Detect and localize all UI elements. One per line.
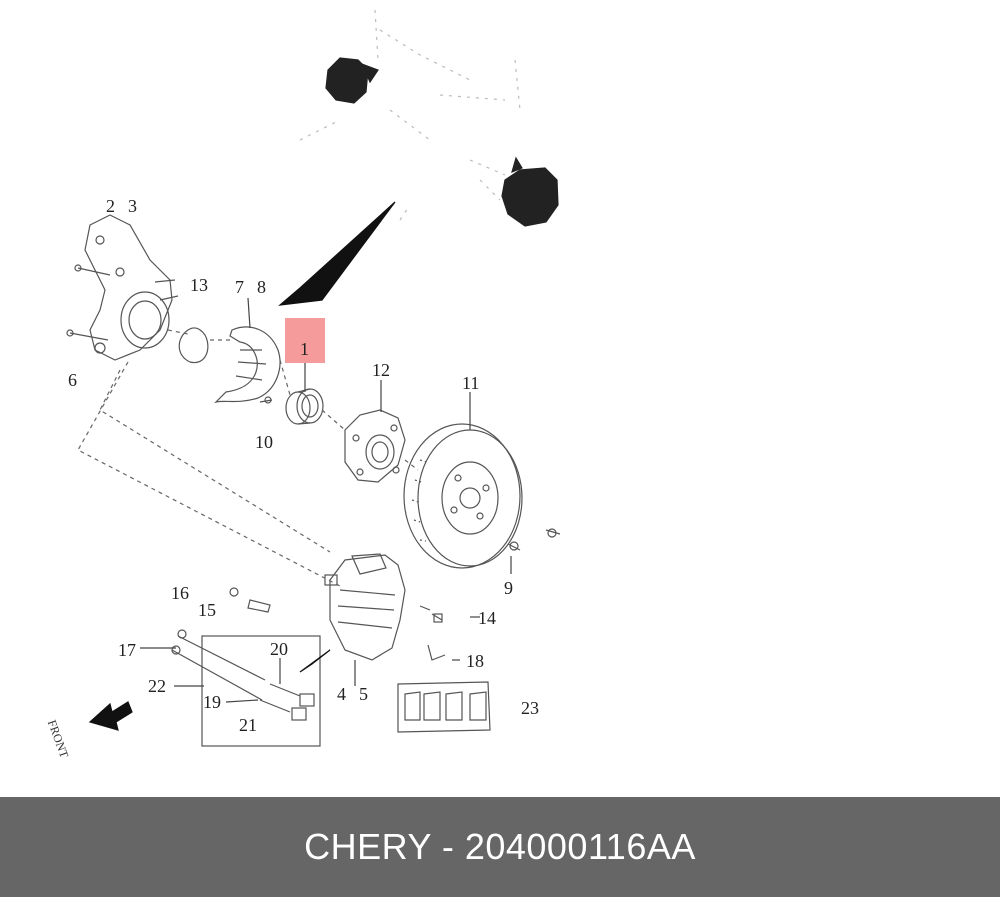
- overview-caliper-top: [501, 156, 559, 227]
- knuckle-bolt-upper: [74, 264, 111, 276]
- callout-11[interactable]: 11: [462, 373, 480, 393]
- highlighted-part-marker: [285, 318, 325, 363]
- callout-2[interactable]: 2: [106, 196, 115, 216]
- footer-bar: CHERY - 204000116AA: [0, 797, 1000, 897]
- wheel-bearing: [285, 388, 324, 425]
- callout-22[interactable]: 22: [148, 676, 166, 696]
- callout-leaders: [140, 297, 512, 703]
- part-number-caption: CHERY - 204000116AA: [304, 826, 696, 867]
- callout-16[interactable]: 16: [171, 583, 189, 603]
- bleeder-parts-15-16: [229, 587, 271, 613]
- callout-19[interactable]: 19: [203, 692, 221, 712]
- brake-disc: [403, 423, 523, 569]
- callout-21[interactable]: 21: [239, 715, 257, 735]
- callout-18[interactable]: 18: [466, 651, 484, 671]
- callout-5[interactable]: 5: [359, 684, 368, 704]
- guide-pin-kit: [171, 629, 321, 747]
- callout-17[interactable]: 17: [118, 640, 136, 660]
- overview-hub-top: [325, 57, 379, 104]
- brake-caliper: [324, 553, 406, 661]
- callout-8[interactable]: 8: [257, 277, 266, 297]
- callout-10[interactable]: 10: [255, 432, 273, 452]
- disc-screw-2: [545, 528, 561, 538]
- callout-13[interactable]: 13: [190, 275, 208, 295]
- callout-3[interactable]: 3: [128, 196, 137, 216]
- pad-clip-14: [419, 605, 443, 623]
- wheel-hub: [344, 409, 406, 483]
- callout-1[interactable]: 1: [300, 339, 309, 359]
- front-arrow-icon: [88, 701, 133, 731]
- knuckle-bolt-lower: [66, 329, 109, 341]
- leader-lines: [77, 329, 419, 587]
- callout-6[interactable]: 6: [68, 370, 77, 390]
- shield-bolt: [259, 396, 273, 404]
- parts-diagram: [66, 9, 561, 747]
- assembly-overview-lines: [299, 9, 521, 221]
- callout-7[interactable]: 7: [235, 277, 244, 297]
- callout-15[interactable]: 15: [198, 600, 216, 620]
- callout-9[interactable]: 9: [504, 578, 513, 598]
- spring-18: [427, 644, 446, 661]
- snap-ring: [178, 327, 209, 364]
- steering-knuckle: [84, 214, 179, 361]
- callout-20[interactable]: 20: [270, 639, 288, 659]
- callout-23[interactable]: 23: [521, 698, 539, 718]
- pointer-arrow: [278, 201, 396, 306]
- caliper-pointer: [299, 649, 331, 673]
- dust-shield: [214, 326, 281, 404]
- disc-screw: [507, 541, 521, 551]
- callout-14[interactable]: 14: [478, 608, 496, 628]
- callout-12[interactable]: 12: [372, 360, 390, 380]
- brake-pad-set: [397, 681, 491, 733]
- callout-4[interactable]: 4: [337, 684, 346, 704]
